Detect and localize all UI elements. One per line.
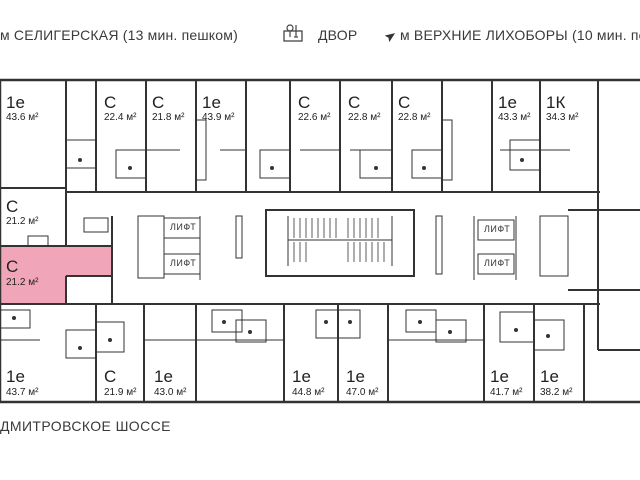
apartment-area: 43.0 м²: [154, 387, 187, 398]
apartment-5[interactable]: С22.8 м²: [348, 93, 381, 123]
apartment-type: С: [398, 93, 410, 112]
apartment-type: С: [348, 93, 360, 112]
apartment-area: 22.8 м²: [398, 112, 431, 123]
apartment-10[interactable]: С21.2 м²: [6, 257, 39, 288]
apartment-type: С: [152, 93, 164, 112]
apartment-type: 1е: [346, 367, 365, 386]
walls: [0, 78, 640, 404]
apartment-9[interactable]: С21.2 м²: [6, 197, 39, 227]
apartment-type: 1е: [202, 93, 221, 112]
apartment-area: 43.3 м²: [498, 112, 531, 123]
apartment-area: 34.3 м²: [546, 112, 579, 123]
yard-label: ДВОР: [318, 27, 358, 43]
apartment-type: С: [6, 197, 18, 216]
apartment-12[interactable]: С21.9 м²: [104, 367, 137, 398]
apartment-type: 1е: [490, 367, 509, 386]
fixture-marks: [12, 158, 550, 350]
apartment-type: С: [298, 93, 310, 112]
lift-label: ЛИФТ: [484, 224, 510, 234]
apartment-type: 1е: [6, 93, 25, 112]
apartment-6[interactable]: С22.8 м²: [398, 93, 431, 123]
apartment-type: 1е: [292, 367, 311, 386]
apartment-area: 21.9 м²: [104, 387, 137, 398]
apartment-type: 1е: [154, 367, 173, 386]
apartment-type: С: [104, 367, 116, 386]
apartment-type: С: [6, 257, 18, 276]
apartment-type: С: [104, 93, 116, 112]
apartment-area: 22.8 м²: [348, 112, 381, 123]
apartment-area: 38.2 м²: [540, 387, 573, 398]
arrow-icon: [385, 33, 396, 42]
apartment-type: 1е: [540, 367, 559, 386]
apartment-4[interactable]: С22.6 м²: [298, 93, 331, 123]
apartment-area: 21.8 м²: [152, 112, 185, 123]
apartment-type: 1е: [6, 367, 25, 386]
lift-label: ЛИФТ: [170, 258, 196, 268]
apartment-area: 41.7 м²: [490, 387, 523, 398]
apartment-area: 22.4 м²: [104, 112, 137, 123]
apartment-area: 43.7 м²: [6, 387, 39, 398]
apartment-area: 22.6 м²: [298, 112, 331, 123]
apartment-type: 1е: [498, 93, 517, 112]
apartment-1[interactable]: С22.4 м²: [104, 93, 137, 123]
apartment-area: 47.0 м²: [346, 387, 379, 398]
apartment-area: 21.2 м²: [6, 277, 39, 288]
apartment-2[interactable]: С21.8 м²: [152, 93, 185, 123]
yard-icon: [283, 24, 303, 42]
apartment-type: 1К: [546, 93, 565, 112]
apartment-area: 44.8 м²: [292, 387, 325, 398]
metro-verkhnie-likhobory-label: м ВЕРХНИЕ ЛИХОБОРЫ (10 мин. пе: [400, 27, 640, 43]
lift-label: ЛИФТ: [484, 258, 510, 268]
apartment-area: 43.6 м²: [6, 112, 39, 123]
apartment-area: 43.9 м²: [202, 112, 235, 123]
metro-seligerskaya-label: м СЕЛИГЕРСКАЯ (13 мин. пешком): [0, 27, 238, 43]
lift-label: ЛИФТ: [170, 222, 196, 232]
apartment-area: 21.2 м²: [6, 216, 39, 227]
street-label: ДМИТРОВСКОЕ ШОССЕ: [0, 418, 171, 434]
